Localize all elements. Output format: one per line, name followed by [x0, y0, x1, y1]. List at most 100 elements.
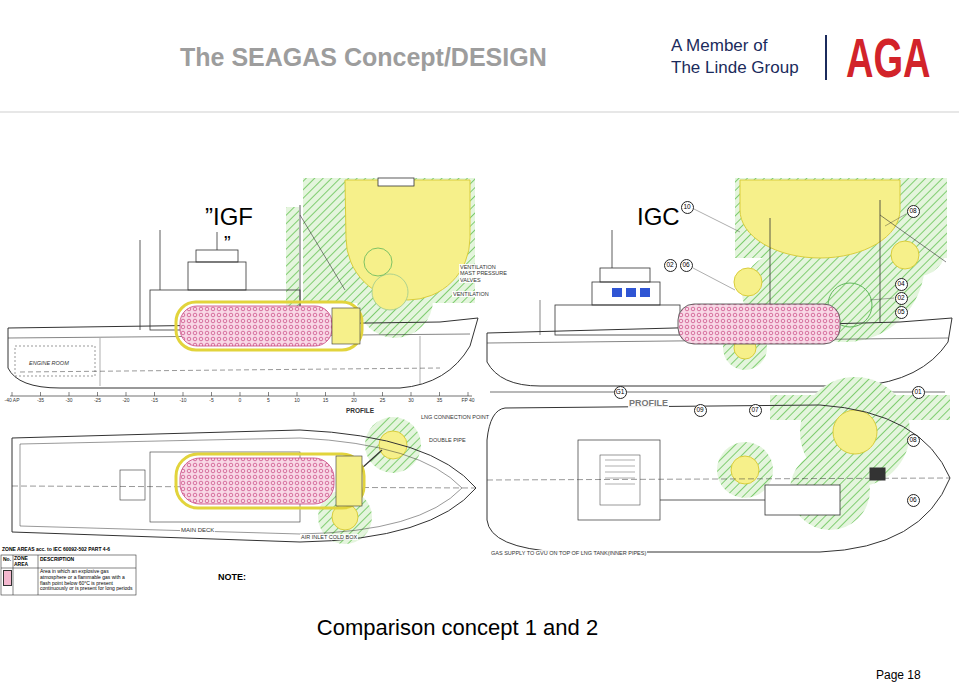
frame-ruler [69, 392, 70, 396]
callout-number: 08 [909, 208, 916, 215]
drawing-label: NOTE: [218, 572, 246, 582]
deck-plan [870, 468, 885, 480]
ship-profile [217, 232, 218, 250]
ship-profile [420, 336, 421, 384]
logo-text: A Member of [671, 36, 767, 56]
ship-profile [555, 305, 680, 335]
ship-profile [100, 338, 101, 386]
frame-number: -30 [64, 398, 73, 404]
callout-circle: 01 [912, 386, 925, 399]
drawing-label: MAIN DECK [180, 527, 215, 534]
drawing-label: No. [3, 557, 11, 563]
frame-ruler [411, 392, 412, 396]
frame-ruler [439, 392, 440, 396]
lng-tank [176, 302, 362, 350]
callout-circle: 02 [664, 259, 677, 272]
lng-tank [678, 304, 840, 344]
ship-profile [600, 268, 650, 282]
header-rule [0, 112, 959, 113]
lng-tank [180, 306, 332, 346]
drawing-label: PROFILE [345, 407, 375, 414]
callout-number: 02 [897, 295, 904, 302]
bridge-windows [640, 288, 650, 297]
drawing-label: DESCRIPTION [40, 557, 74, 563]
callout-circle: 02 [895, 292, 908, 305]
callout-number: 07 [751, 407, 758, 414]
ship-profile [870, 298, 894, 300]
lng-tank [176, 454, 364, 508]
callout-circle: 09 [694, 404, 707, 417]
frame-number: 30 [407, 398, 415, 404]
ship-profile [612, 230, 613, 268]
frame-ruler [10, 396, 472, 397]
logo-divider [826, 35, 827, 80]
drawing-label: VENTILATION [452, 291, 490, 297]
slide-caption: Comparison concept 1 and 2 [300, 615, 615, 641]
ship-profile [20, 368, 440, 372]
header-rule [0, 112, 959, 113]
callout-circle: 05 [895, 306, 908, 319]
ship-profile [885, 214, 906, 226]
lng-tank [678, 304, 840, 344]
ship-profile [140, 240, 141, 330]
drawing-label: GAS SUPPLY TO GVU ON TOP OF LNG TANK(INN… [490, 550, 647, 556]
deck-plan [12, 430, 476, 542]
drawing-label: DOUBLE PIPE [428, 437, 467, 443]
frame-number: 10 [293, 398, 301, 404]
callout-number: 01 [914, 389, 921, 396]
frame-ruler [240, 392, 241, 396]
callout-circle: 06 [907, 494, 920, 507]
frame-number: -20 [121, 398, 130, 404]
drawing-label: ENGINE ROOM [28, 360, 70, 366]
hazard-zone [717, 442, 773, 498]
ship-profile [540, 300, 541, 335]
ship-profile [770, 218, 771, 305]
frame-ruler [40, 392, 41, 396]
hazard-zone [364, 248, 392, 276]
concept-label: IGC [637, 203, 680, 231]
deck-plan [362, 450, 382, 468]
frame-number: 0 [238, 398, 243, 404]
frame-ruler [211, 392, 212, 396]
deck-plan [578, 440, 660, 520]
frame-ruler [183, 392, 184, 396]
lng-tank [180, 458, 334, 504]
callout-circle: 08 [907, 205, 920, 218]
deck-plan [660, 500, 765, 501]
concept-label: ” [224, 232, 231, 255]
frame-ruler [126, 392, 127, 396]
bridge-windows [612, 288, 622, 297]
callout-number: 05 [897, 309, 904, 316]
frame-ruler [297, 392, 298, 396]
callout-number: 02 [666, 262, 673, 269]
frame-ruler [154, 392, 155, 396]
bridge-windows [626, 288, 636, 297]
drawing-label: ZONE AREAS acc. to IEC 60092-502 PART 4-… [2, 547, 110, 553]
callout-number: G1 [616, 389, 625, 396]
ship-profile [487, 200, 952, 386]
ship-profile [300, 215, 345, 290]
logo-mark: AGA [846, 30, 931, 86]
frame-number: 5 [266, 398, 271, 404]
zone-table [1, 555, 136, 595]
hazard-zone [345, 180, 470, 300]
hazard-zone [740, 180, 900, 258]
hazard-zone [891, 241, 919, 269]
frame-ruler [10, 392, 472, 396]
deck-plan [20, 438, 462, 534]
frame-number: 15 [322, 398, 330, 404]
deck-plan [12, 430, 476, 542]
ship-profile [693, 268, 735, 290]
frame-number: 25 [379, 398, 387, 404]
callout-number: 06 [682, 262, 689, 269]
frame-ruler [468, 392, 469, 396]
lng-tank [176, 302, 362, 350]
legend-text: Area in which an explosive gas atmospher… [40, 569, 135, 592]
callout-number: 08 [909, 437, 916, 444]
bridge-windows [612, 288, 650, 297]
frame-ruler [382, 392, 383, 396]
frame-number: 20 [350, 398, 358, 404]
logo-divider [825, 35, 827, 80]
